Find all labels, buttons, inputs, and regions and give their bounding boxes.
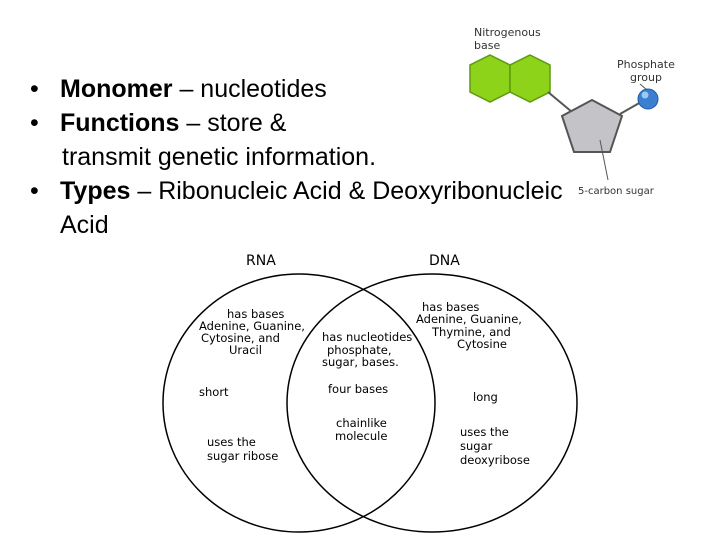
shared-bases: four bases <box>328 382 388 396</box>
bullet-functions: • Functions – store & <box>30 106 690 140</box>
sugar-label: 5-carbon sugar <box>578 186 655 197</box>
dna-sugar-line3: deoxyribose <box>460 453 530 467</box>
bullet-term: Functions <box>60 109 180 137</box>
base-label-line1: Nitrogenous <box>474 26 541 39</box>
shared-nucleotides-line3: sugar, bases. <box>322 355 399 369</box>
base-sugar-bond <box>547 91 573 113</box>
bullet-text: – nucleotides <box>172 75 327 103</box>
dna-sugar-line1: uses the <box>460 425 509 439</box>
dna-bases-line2: Adenine, Guanine, <box>416 312 522 326</box>
bullet-monomer: • Monomer – nucleotides <box>30 72 690 106</box>
dna-circle <box>286 273 578 533</box>
sugar-ring <box>560 98 624 153</box>
rna-length: short <box>199 385 229 399</box>
bullet-list: • Monomer – nucleotides • Functions – st… <box>30 72 690 242</box>
rna-sugar-line2: sugar ribose <box>207 449 278 463</box>
dna-sugar-line2: sugar <box>460 439 493 453</box>
bullet-text: – store & <box>179 109 287 137</box>
phosphate-label-line2: group <box>630 71 662 84</box>
bullet-dot: • <box>30 177 39 205</box>
rna-bases-line4: Uracil <box>229 343 262 357</box>
bullet-text: – Ribonucleic Acid & Deoxyribonucleic <box>130 177 563 205</box>
rna-sugar-line1: uses the <box>207 435 256 449</box>
rna-bases-line2: Adenine, Guanine, <box>199 319 305 333</box>
dna-length: long <box>473 390 498 404</box>
venn-title-rna: RNA <box>246 253 276 269</box>
venn-diagram: RNA DNA has bases Adenine, Guanine, Cyto… <box>162 253 578 533</box>
phosphate-pointer <box>639 83 648 91</box>
sugar-phosphate-bond <box>619 101 642 115</box>
rna-bases-line3: Cytosine, and <box>201 331 280 345</box>
bullet-dot: • <box>30 109 39 137</box>
rna-bases-line1: has bases <box>227 307 284 321</box>
dna-bases-line4: Cytosine <box>457 337 507 351</box>
phosphate-sphere <box>637 88 659 110</box>
base-ring-left <box>469 54 511 103</box>
nucleotide-diagram: Nitrogenous base Phosphate group 5-carbo… <box>469 26 675 197</box>
bullet-continuation: transmit genetic information. <box>62 143 377 171</box>
phosphate-label-line1: Phosphate <box>617 58 675 71</box>
bullet-types: • Types – Ribonucleic Acid & Deoxyribonu… <box>30 174 690 208</box>
bullet-term: Types <box>60 177 131 205</box>
bullet-term: Monomer <box>60 75 173 103</box>
shared-shape-line2: molecule <box>335 429 387 443</box>
sugar-pointer <box>599 139 609 181</box>
venn-title-dna: DNA <box>429 253 460 269</box>
rna-circle <box>162 273 436 533</box>
phosphate-highlight <box>641 91 649 99</box>
base-label-line2: base <box>474 39 500 52</box>
shared-shape-line1: chainlike <box>336 416 387 430</box>
base-ring-right <box>509 54 551 103</box>
shared-nucleotides-line1: has nucleotides <box>322 330 412 344</box>
bullet-continuation: Acid <box>60 211 109 239</box>
bullet-dot: • <box>30 75 39 103</box>
shared-nucleotides-line2: phosphate, <box>327 343 392 357</box>
dna-bases-line1: has bases <box>422 300 479 314</box>
dna-bases-line3: Thymine, and <box>431 325 511 339</box>
